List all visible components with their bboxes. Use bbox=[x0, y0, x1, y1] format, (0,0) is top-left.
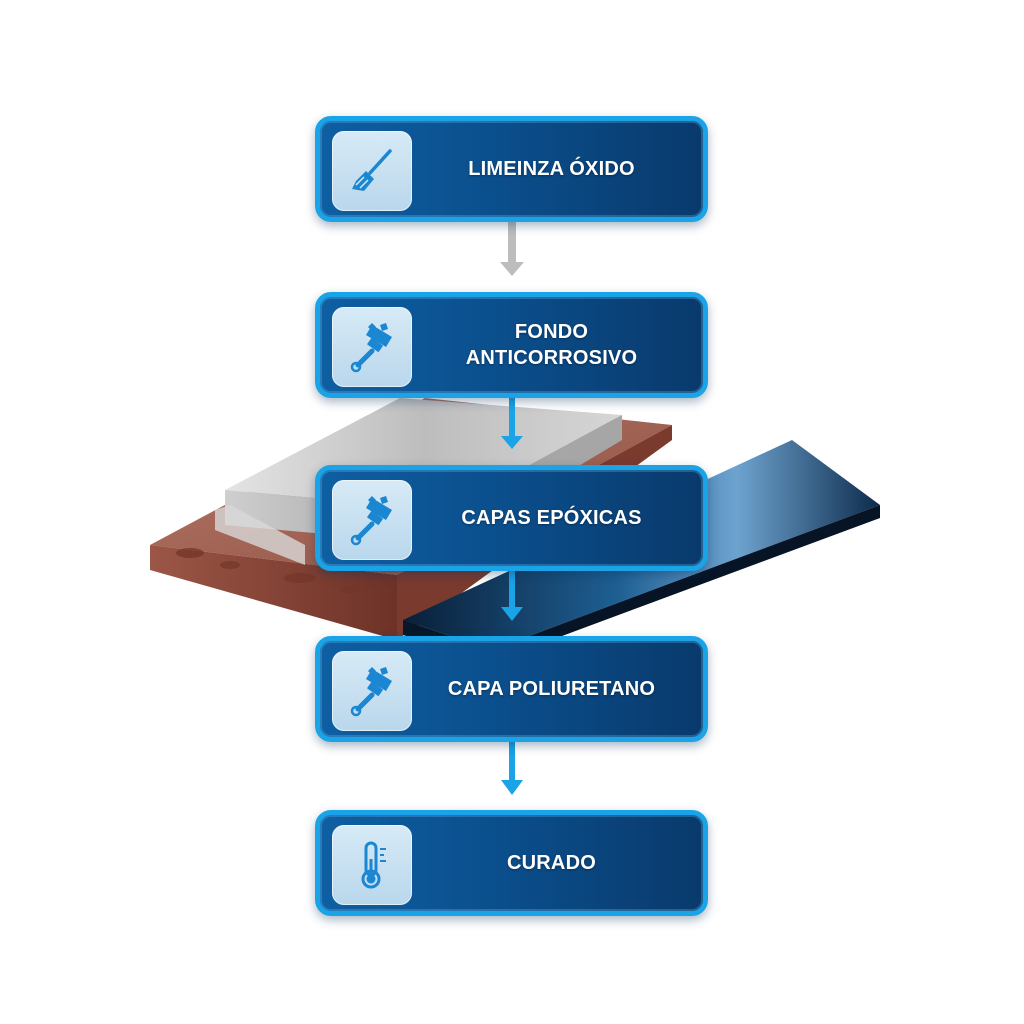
step-label: FONDO ANTICORROSIVO bbox=[465, 321, 638, 369]
step-label: CURADO bbox=[507, 852, 596, 874]
step-capas-epoxicas: CAPAS EPÓXICAS bbox=[315, 465, 708, 571]
step-limpieza-oxido: LIMEINZA ÓXIDO bbox=[315, 116, 708, 222]
step-label: CAPA POLIURETANO bbox=[447, 678, 656, 700]
step-fondo-anticorrosivo: FONDO ANTICORROSIVO bbox=[315, 292, 708, 398]
thermometer-icon bbox=[332, 825, 412, 905]
paint-brush-icon bbox=[332, 307, 412, 387]
step-capa-poliuretano: CAPA POLIURETANO bbox=[315, 636, 708, 742]
step-curado: CURADO bbox=[315, 810, 708, 916]
paint-brush-icon bbox=[332, 480, 412, 560]
paint-brush-icon bbox=[332, 651, 412, 731]
step-label: CAPAS EPÓXICAS bbox=[461, 507, 642, 529]
broom-icon bbox=[332, 131, 412, 211]
step-label: LIMEINZA ÓXIDO bbox=[468, 158, 635, 180]
